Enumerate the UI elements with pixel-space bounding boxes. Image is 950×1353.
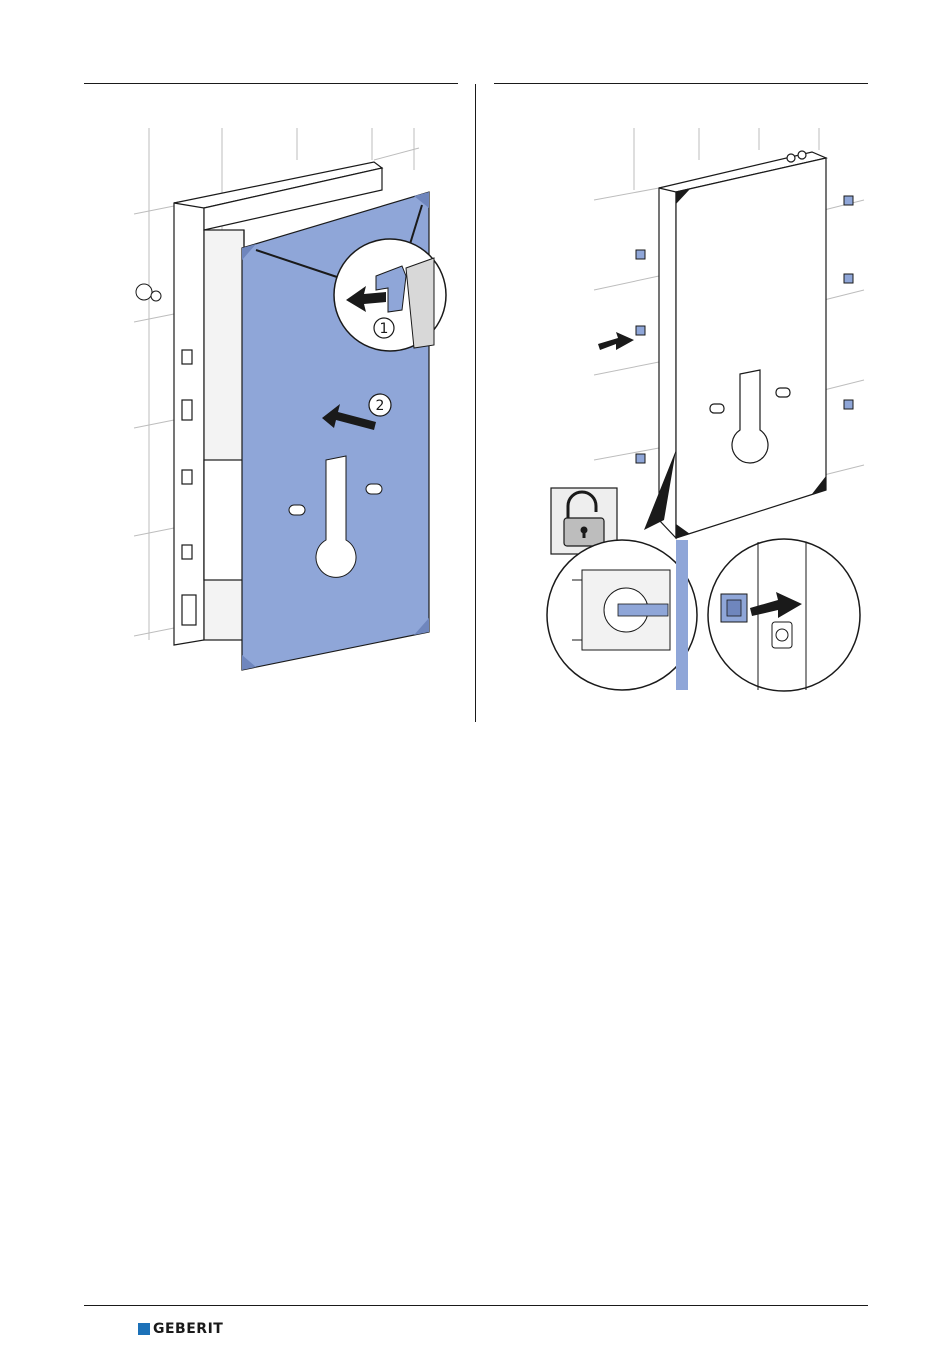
top-rule-left	[84, 83, 458, 84]
logo-square-icon	[138, 1323, 150, 1335]
top-rule-right	[494, 83, 868, 84]
angle-valve	[136, 284, 161, 301]
push-arrow	[598, 332, 634, 350]
callout-2: 2	[369, 394, 391, 416]
brand-logo: GEBERIT	[138, 1320, 223, 1338]
illustration-step-panel-attach: 2 1	[84, 100, 464, 700]
svg-text:1: 1	[380, 321, 389, 337]
column-divider	[475, 84, 476, 722]
panel-mounted	[659, 151, 826, 538]
detail-zoom-clip	[708, 539, 860, 691]
illustration-step-panel-lock	[494, 100, 874, 700]
footer-rule	[84, 1305, 868, 1306]
logo-text: GEBERIT	[153, 1321, 223, 1337]
svg-text:2: 2	[376, 398, 385, 414]
